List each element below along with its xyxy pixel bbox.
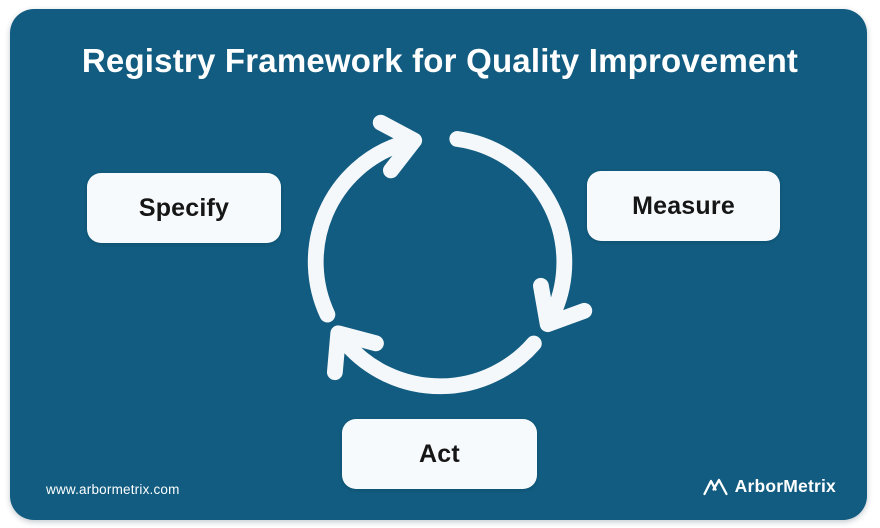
- brand-name: ArborMetrix: [734, 476, 836, 496]
- page-title: Registry Framework for Quality Improveme…: [81, 42, 799, 79]
- step-box-measure: Measure: [587, 171, 780, 241]
- step-box-specify: Specify: [87, 173, 281, 243]
- website-url: www.arbormetrix.com: [46, 482, 180, 497]
- brand-logo: ArborMetrix: [702, 476, 836, 497]
- mountain-peaks-icon: [702, 477, 729, 497]
- step-box-act: Act: [342, 419, 537, 489]
- cycle-arrows-icon: [282, 104, 598, 420]
- step-label-specify: Specify: [138, 193, 230, 222]
- step-label-act: Act: [419, 439, 460, 468]
- step-label-measure: Measure: [632, 191, 735, 220]
